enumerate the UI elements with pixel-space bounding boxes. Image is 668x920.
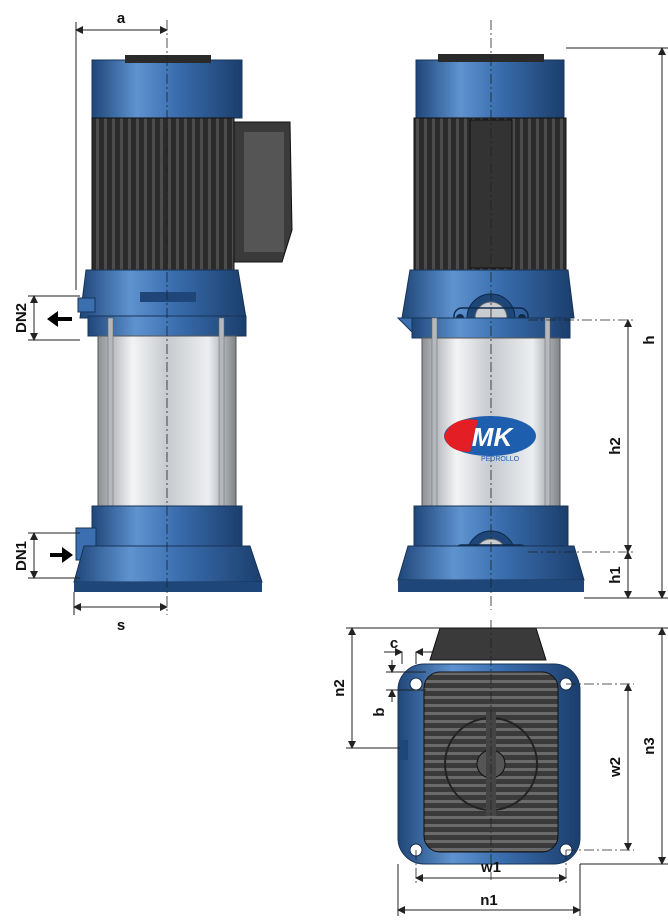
- dim-h1-label: h1: [607, 566, 624, 584]
- dim-n2-label: n2: [331, 679, 348, 697]
- dim-h2-label: h2: [607, 437, 624, 455]
- dim-a-label: a: [117, 10, 126, 27]
- pump-front-view: [396, 20, 585, 610]
- logo-text: MK: [472, 422, 515, 452]
- dim-n3-label: n3: [641, 737, 658, 755]
- dim-h-label: h: [641, 335, 658, 344]
- dim-w2-label: w2: [607, 757, 624, 778]
- side-view-dimensions: a s DN2 DN1: [13, 10, 168, 634]
- top-view-dimensions: n2 b c n3 w2 w1 n1: [331, 627, 668, 916]
- dim-n1-label: n1: [480, 892, 498, 909]
- brand-logo: MK PEDROLLO: [444, 416, 536, 463]
- front-view-dimensions: h h2 h1: [528, 47, 668, 599]
- dim-b-label: b: [371, 707, 388, 716]
- dim-c-label: c: [390, 635, 398, 652]
- dim-dn2-label: DN2: [13, 303, 30, 333]
- dim-dn1-label: DN1: [13, 541, 30, 571]
- pump-top-view: [397, 620, 581, 880]
- pump-side-view: [47, 20, 293, 615]
- dim-w1-label: w1: [480, 859, 501, 876]
- logo-subtext: PEDROLLO: [481, 456, 520, 463]
- dim-s-label: s: [117, 617, 125, 634]
